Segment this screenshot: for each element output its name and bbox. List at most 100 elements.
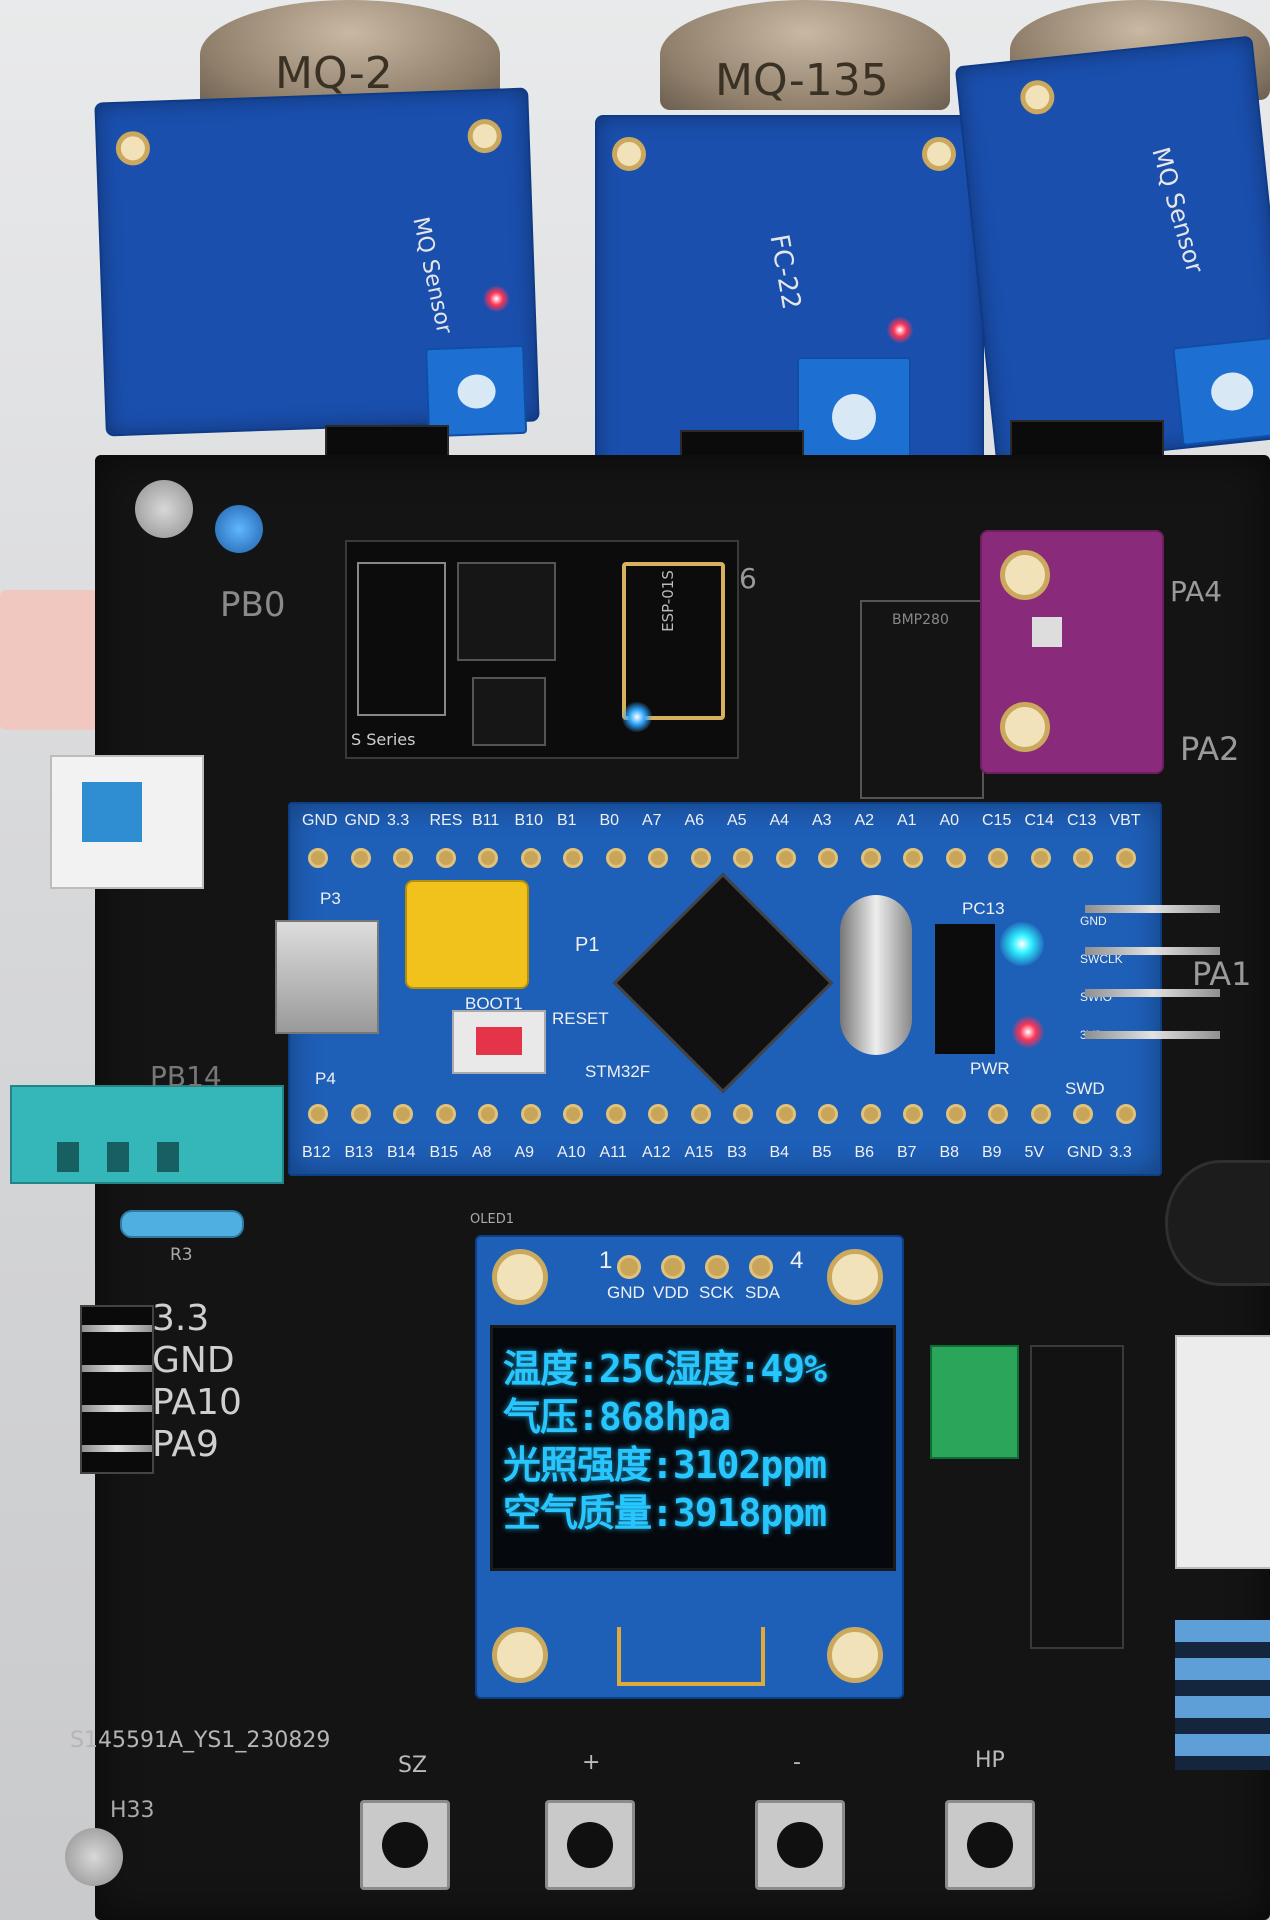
bmp-sensor-chip <box>1032 617 1062 647</box>
oled-pin-1: 1 <box>599 1247 613 1274</box>
solder-pad <box>393 848 413 868</box>
button-minus-label: - <box>793 1750 801 1775</box>
white-connector <box>1175 1335 1270 1569</box>
solder-pad <box>648 1104 668 1124</box>
plus-button[interactable] <box>545 1800 635 1890</box>
label-p1: P1 <box>575 934 600 956</box>
silk-r3: R3 <box>170 1245 193 1265</box>
sz-button[interactable] <box>360 1800 450 1890</box>
power-switch[interactable] <box>50 755 204 889</box>
swd-pin-label: SWCLK <box>1080 952 1123 966</box>
oled-pin-label: GND <box>607 1283 645 1302</box>
pin <box>82 1325 152 1332</box>
pin-label: A10 <box>557 1144 586 1161</box>
boot-jumper[interactable] <box>405 880 529 989</box>
top-pin-row <box>302 846 1152 872</box>
solder-pad <box>775 848 796 868</box>
resistor-r3 <box>120 1210 244 1238</box>
solder-pad <box>733 848 753 868</box>
reset-button[interactable] <box>452 1010 546 1074</box>
solder-pad <box>690 1104 711 1124</box>
pin <box>1085 947 1220 955</box>
pin-label: C14 <box>1024 812 1054 829</box>
pin-label: A6 <box>684 812 705 829</box>
mount-hole <box>827 1249 883 1305</box>
solder-pad <box>350 1104 371 1124</box>
button-plus-label: + <box>582 1750 601 1775</box>
minus-button[interactable] <box>755 1800 845 1890</box>
pin-label: A1 <box>897 812 917 829</box>
pin-label: A8 <box>472 1144 492 1161</box>
pc13-label: PC13 <box>962 899 1005 918</box>
sensor-can-label: MQ-2 <box>275 48 393 99</box>
oled-display: 温度:25C湿度:49% 气压:868hpa 光照强度:3102ppm 空气质量… <box>490 1325 896 1571</box>
uart-header <box>80 1305 154 1474</box>
reset-label: RESET <box>552 1009 609 1028</box>
crystal-oscillator <box>840 895 912 1055</box>
solder-pad <box>818 1104 838 1124</box>
silk-pa4: PA4 <box>1170 575 1223 608</box>
silk-h33: H33 <box>110 1798 155 1823</box>
solder-pad <box>749 1255 773 1279</box>
pin <box>1085 1031 1220 1039</box>
pin-label: B7 <box>897 1144 917 1161</box>
solder-pad <box>988 848 1008 868</box>
micro-usb-port[interactable] <box>275 920 379 1034</box>
solder-pad <box>605 848 626 868</box>
swd-pin-label: GND <box>1080 914 1107 928</box>
solder-pad <box>903 848 923 868</box>
header-pin-label: PA9 <box>152 1424 219 1465</box>
silk-oled-ref: OLED1 <box>470 1212 514 1227</box>
solder-pad <box>903 1104 923 1124</box>
power-led <box>887 317 913 343</box>
pin-label: B1 <box>557 812 577 829</box>
sensor-can-2: MQ-135 <box>660 0 950 110</box>
oled-line-1: 温度:25C湿度:49% <box>503 1347 827 1391</box>
pin <box>82 1445 152 1452</box>
solder-pad <box>1115 1104 1136 1124</box>
solder-pad <box>563 848 583 868</box>
mount-hole <box>612 137 646 171</box>
dip-ic <box>1030 1345 1124 1649</box>
potentiometer[interactable] <box>1172 336 1270 446</box>
solder-pad <box>1073 848 1093 868</box>
silk-pa2: PA2 <box>1180 730 1240 768</box>
solder-pad <box>945 848 966 868</box>
solder-pad <box>733 1104 753 1124</box>
sensor-module-1: MQ Sensor <box>94 87 540 438</box>
button-hp-label: HP <box>975 1748 1005 1773</box>
pin-label: B0 <box>599 812 620 829</box>
esp-pin-hint: 6 <box>739 562 757 595</box>
bmp-label: BMP280 <box>892 612 949 628</box>
pin-label: B9 <box>982 1144 1002 1161</box>
pin-label: B3 <box>727 1144 747 1161</box>
esp-pin-header <box>357 562 446 716</box>
pin-label: VBT <box>1109 812 1141 829</box>
solder-pad <box>563 1104 583 1124</box>
pin-label: B6 <box>854 1144 875 1161</box>
pin-label: GND <box>344 812 381 829</box>
flash-chip <box>472 677 546 746</box>
oled-pin-4: 4 <box>790 1247 804 1274</box>
silk-board-id: S145591A_YS1_230829 <box>70 1728 331 1753</box>
swd-header-pins <box>1085 905 1220 1045</box>
bmp-footprint: BMP280 <box>860 600 984 799</box>
silk-pb0: PB0 <box>220 585 286 625</box>
vent-slot <box>157 1142 179 1172</box>
solder-pad <box>520 848 541 868</box>
potentiometer[interactable] <box>425 344 528 438</box>
pin-label: B15 <box>429 1144 458 1161</box>
solder-pad <box>945 1104 966 1124</box>
hp-button[interactable] <box>945 1800 1035 1890</box>
solder-pad <box>617 1255 641 1279</box>
blue-led <box>215 505 263 553</box>
oled-pin-label: SCK <box>699 1283 734 1302</box>
pin-label: B5 <box>812 1144 832 1161</box>
oled-line-2: 气压:868hpa <box>503 1395 731 1439</box>
solder-pad <box>393 1104 413 1124</box>
mount-hole <box>115 130 151 166</box>
oled-pin-label: SDA <box>745 1283 780 1302</box>
sensor-module-3: MQ Sensor <box>954 35 1270 469</box>
